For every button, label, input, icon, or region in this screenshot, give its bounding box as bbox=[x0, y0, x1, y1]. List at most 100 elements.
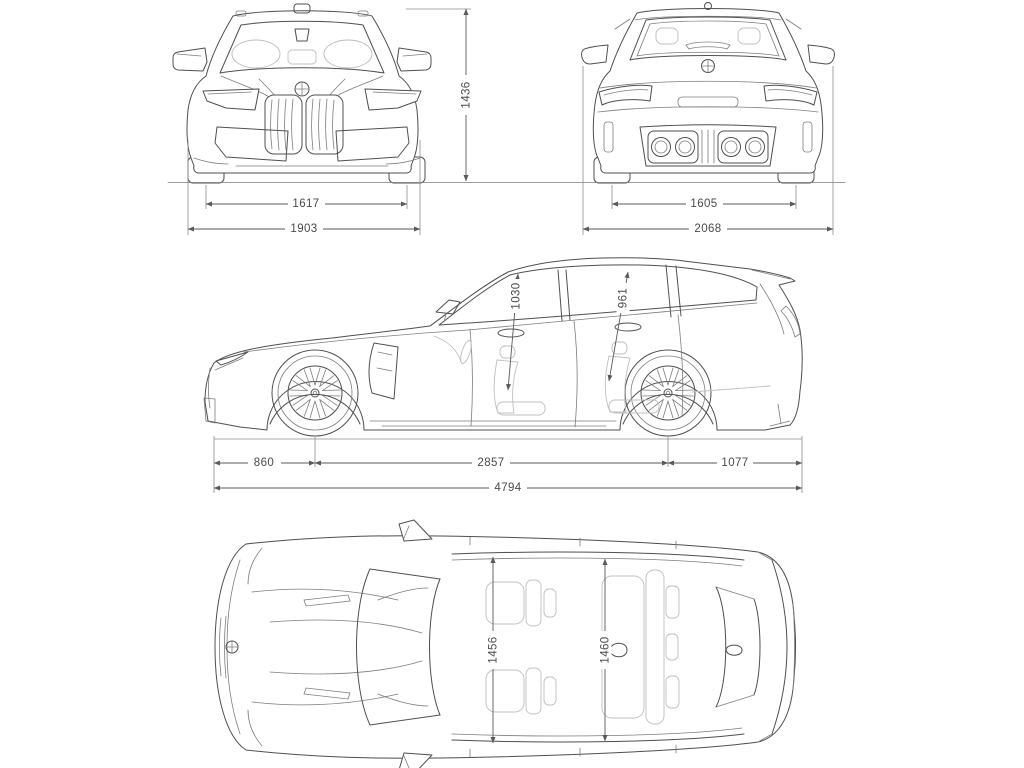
seats-top-ghost bbox=[485, 569, 680, 725]
bumper-slot-left bbox=[603, 121, 614, 153]
door-seam-ticks bbox=[469, 536, 677, 758]
bmw-roundel-front bbox=[294, 81, 310, 97]
rear-window bbox=[629, 16, 787, 61]
rear-interior-width-value: 1460 bbox=[600, 636, 612, 663]
front-view bbox=[172, 3, 432, 184]
dim-front-interior-width: 1456 bbox=[486, 556, 500, 744]
headlight-left bbox=[202, 88, 260, 111]
rear-arch-trim bbox=[622, 393, 714, 425]
dim-front-overhang: 860 bbox=[213, 456, 316, 470]
label-mask bbox=[248, 456, 281, 470]
label-mask bbox=[598, 631, 612, 669]
mesh-intake-right bbox=[335, 126, 410, 162]
label-mask bbox=[616, 283, 630, 313]
dim-overall-height: 1436 bbox=[406, 8, 473, 182]
antenna-fin-top bbox=[725, 644, 743, 656]
kidney-grille-right bbox=[305, 94, 344, 155]
label-mask bbox=[472, 456, 510, 470]
mirror-top-upper bbox=[398, 519, 433, 542]
dim-front-overall-width: 1903 bbox=[187, 140, 421, 236]
exhaust-right-pair bbox=[717, 130, 769, 164]
rear-view bbox=[581, 2, 835, 184]
front-mirror-right bbox=[396, 47, 432, 72]
rear-mirror-right bbox=[807, 44, 835, 65]
top-body-outline bbox=[214, 535, 796, 759]
side-body-lines bbox=[208, 269, 801, 428]
label-mask bbox=[459, 75, 473, 115]
top-view: 1456 1460 bbox=[214, 519, 796, 768]
front-body-outline bbox=[186, 10, 419, 174]
dim-rear-track: 1605 bbox=[611, 185, 797, 211]
rearview-mirror bbox=[294, 28, 310, 42]
wheelbase-value: 2857 bbox=[477, 457, 504, 469]
front-mirror-left bbox=[172, 47, 208, 72]
side-silhouette bbox=[204, 257, 803, 431]
roof-rail-nub-left bbox=[235, 10, 247, 17]
label-mask bbox=[689, 222, 727, 236]
overall-length-value: 4794 bbox=[494, 482, 521, 494]
label-mask bbox=[686, 197, 723, 211]
side-mirror bbox=[435, 299, 461, 323]
rear-headroom-value: 961 bbox=[618, 288, 630, 308]
label-mask bbox=[486, 631, 500, 669]
rear-track-value: 1605 bbox=[690, 198, 717, 210]
diffuser bbox=[639, 124, 777, 167]
mesh-intake-left bbox=[214, 126, 289, 162]
taillight-right bbox=[763, 84, 818, 106]
headlight-right bbox=[364, 88, 422, 111]
windshield bbox=[219, 20, 385, 74]
mirror-top-lower bbox=[399, 752, 433, 768]
bumper-slot-right bbox=[802, 121, 813, 153]
side-glasshouse bbox=[438, 264, 758, 326]
cabin-ghost-shapes bbox=[231, 39, 373, 69]
front-lower-mesh bbox=[203, 397, 216, 424]
dim-wheelbase: 2857 bbox=[314, 456, 669, 470]
front-interior-width-value: 1456 bbox=[488, 636, 500, 663]
wiper-base bbox=[685, 41, 731, 50]
pillars bbox=[557, 264, 682, 322]
label-mask bbox=[509, 279, 523, 313]
front-headroom-value: 1030 bbox=[511, 282, 523, 309]
dim-rear-headroom: 961 bbox=[607, 271, 630, 382]
roof-spoiler bbox=[614, 15, 802, 30]
front-overhang-value: 860 bbox=[254, 457, 274, 469]
dim-front-headroom: 1030 bbox=[506, 273, 523, 391]
headlight-side bbox=[214, 351, 249, 371]
dim-overall-length: 4794 bbox=[213, 481, 803, 495]
front-track-value: 1617 bbox=[292, 198, 319, 210]
dim-width-with-mirrors: 2068 bbox=[582, 66, 834, 236]
rear-overhang-value: 1077 bbox=[721, 457, 748, 469]
rear-window-inner bbox=[636, 20, 780, 57]
bmw-roundel-top bbox=[225, 640, 239, 654]
label-mask bbox=[717, 456, 753, 470]
front-width-value: 1903 bbox=[290, 223, 317, 235]
tailgate-top-lines bbox=[757, 551, 795, 743]
exhaust-left-pair bbox=[647, 130, 699, 164]
shark-fin-antenna bbox=[704, 2, 712, 10]
mirror-width-value: 2068 bbox=[694, 223, 721, 235]
side-view: 1030 961 bbox=[203, 257, 803, 437]
height-value: 1436 bbox=[461, 81, 473, 108]
center-console-pod bbox=[609, 642, 628, 658]
kidney-grille-left bbox=[264, 94, 303, 155]
label-mask bbox=[285, 222, 323, 236]
roof-antenna bbox=[293, 3, 311, 14]
dim-rear-interior-width: 1460 bbox=[598, 558, 612, 742]
dim-rear-overhang: 1077 bbox=[667, 456, 803, 470]
label-mask bbox=[288, 197, 325, 211]
bumper-top-line bbox=[597, 106, 819, 113]
bmw-roundel-rear bbox=[701, 59, 715, 73]
taillight-left bbox=[598, 84, 653, 106]
front-bumper-lines bbox=[193, 157, 421, 167]
side-dimensions: 860 2857 1077 4794 bbox=[213, 436, 803, 495]
windshield-top bbox=[356, 568, 441, 726]
label-mask bbox=[489, 481, 527, 495]
front-arch-trim bbox=[269, 393, 361, 425]
fender-gill bbox=[368, 342, 399, 400]
hood-lines-top bbox=[251, 588, 423, 706]
rear-window-top bbox=[715, 586, 761, 708]
shoulder-crease bbox=[599, 80, 817, 89]
dim-front-track: 1617 bbox=[205, 185, 408, 211]
